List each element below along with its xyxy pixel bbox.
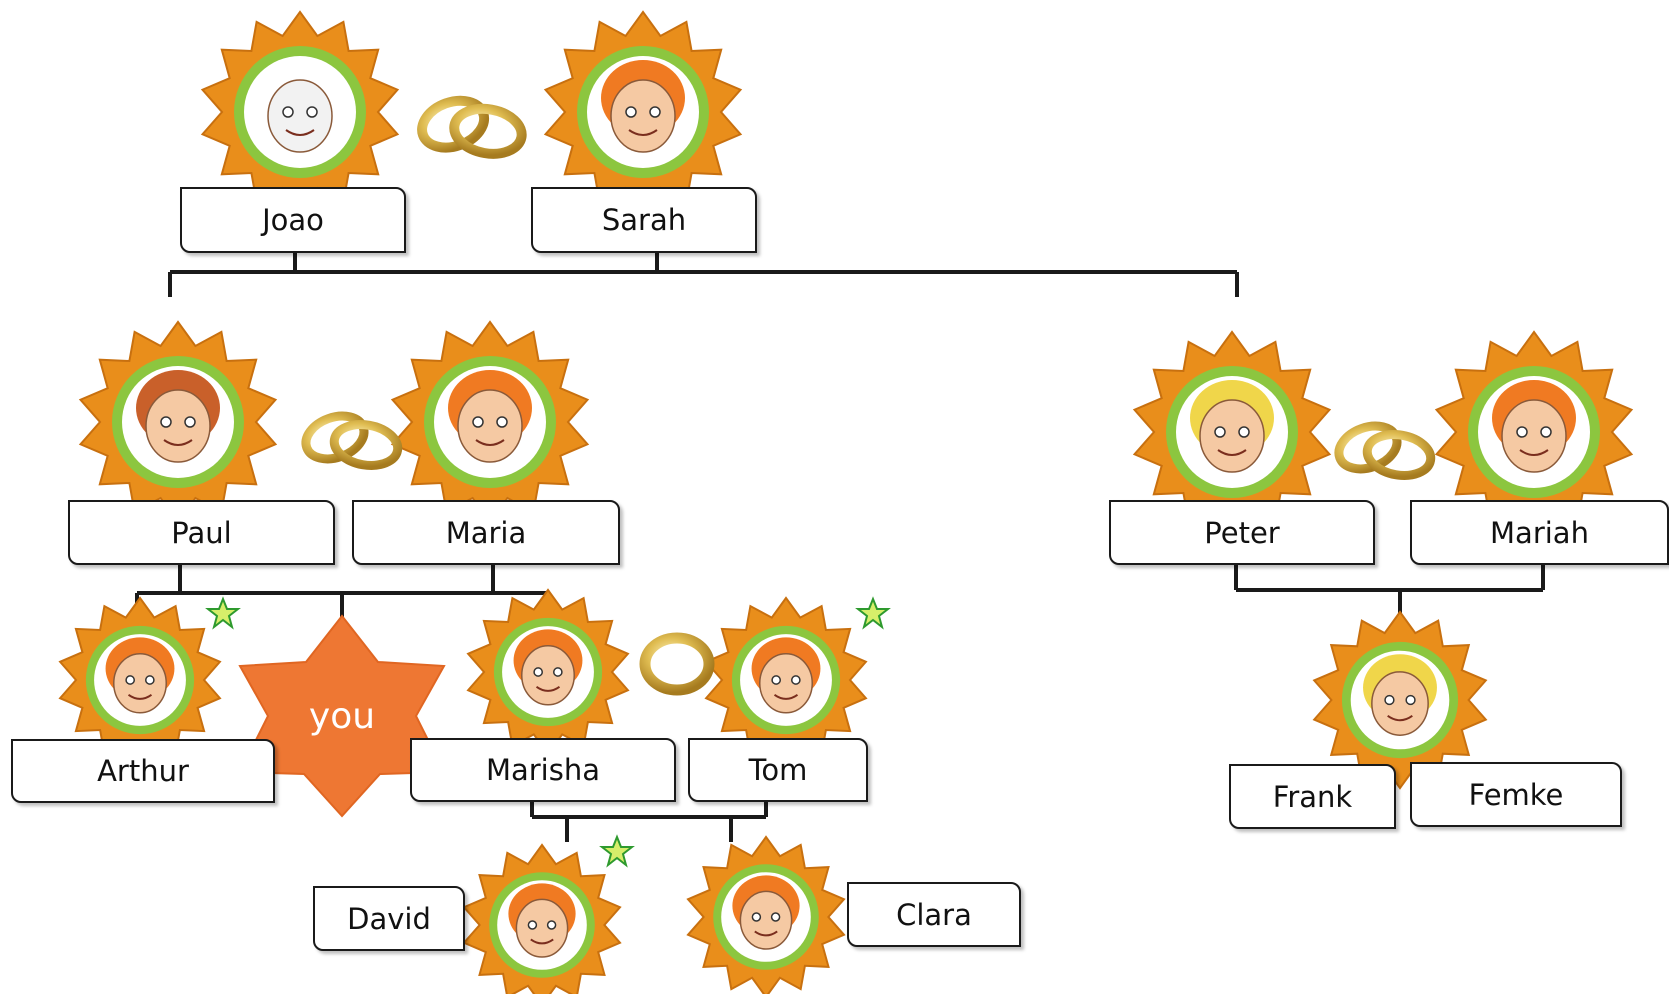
wedding-rings-paul-maria [301, 411, 403, 470]
eye [472, 416, 484, 428]
eye [1516, 426, 1528, 438]
eye [1540, 426, 1552, 438]
name-peter: Peter [1109, 500, 1375, 565]
star-icon [599, 834, 635, 868]
name-maria: Maria [352, 500, 620, 565]
face-icon [515, 898, 569, 958]
you-marker: you [238, 614, 446, 818]
avatar-paul [78, 320, 278, 524]
eye [770, 912, 781, 922]
marker-stars [205, 596, 891, 868]
eye [160, 416, 172, 428]
name-paul: Paul [68, 500, 335, 565]
avatar-maria [390, 320, 590, 524]
eye [1238, 426, 1250, 438]
name-joao: Joao [180, 187, 406, 253]
eye [751, 912, 762, 922]
connector-lines [135, 253, 1545, 842]
eye [546, 920, 557, 930]
avatar-clara [686, 835, 846, 994]
eye [306, 106, 318, 118]
avatar-frames [58, 10, 1634, 994]
eye [771, 675, 782, 685]
eye [144, 675, 155, 685]
smile [754, 930, 778, 937]
avatar-mariah [1434, 330, 1634, 534]
avatar-marisha [466, 588, 630, 756]
wedding-rings-joao-sarah [417, 95, 527, 159]
eye [282, 106, 294, 118]
ring-icon [1362, 430, 1436, 480]
face-icon [457, 389, 523, 463]
name-arthur: Arthur [11, 739, 275, 803]
smile [535, 685, 561, 692]
name-marisha: Marisha [410, 738, 676, 802]
eye [552, 667, 563, 677]
eye [125, 675, 136, 685]
ring-icon [329, 420, 403, 470]
star-icon [205, 596, 241, 630]
eye [1384, 694, 1395, 706]
avatar-david [462, 843, 622, 994]
wedding-rings-peter-mariah [1334, 421, 1436, 480]
you-label: you [309, 696, 375, 737]
face-icon [113, 653, 167, 714]
eye [1214, 426, 1226, 438]
eye [790, 675, 801, 685]
name-femke: Femke [1410, 762, 1622, 827]
eye [184, 416, 196, 428]
ring-icon [449, 103, 527, 159]
name-tom: Tom [688, 738, 868, 802]
smile [475, 439, 505, 446]
face-icon [759, 653, 813, 714]
face-icon [1371, 671, 1429, 736]
avatar-joao [200, 10, 400, 214]
eye [533, 667, 544, 677]
smile [127, 693, 153, 700]
smile [285, 129, 315, 136]
avatar-tom [704, 596, 868, 764]
face-icon [1199, 399, 1265, 473]
name-frank: Frank [1229, 764, 1396, 829]
eye [625, 106, 637, 118]
avatar-frank-femke [1312, 610, 1488, 790]
face-icon [521, 645, 575, 706]
smile [1387, 715, 1413, 722]
avatar-peter [1132, 330, 1332, 534]
name-clara: Clara [847, 882, 1021, 947]
name-sarah: Sarah [531, 187, 757, 253]
face-icon [739, 890, 793, 950]
ring-icon [639, 632, 715, 696]
name-mariah: Mariah [1410, 500, 1669, 565]
eye [1405, 694, 1416, 706]
eye [527, 920, 538, 930]
face-icon [1501, 399, 1567, 473]
name-david: David [313, 886, 465, 951]
face-icon [267, 79, 333, 153]
smile [628, 129, 658, 136]
you-star-icon [238, 614, 446, 818]
eye [496, 416, 508, 428]
smile [1217, 449, 1247, 456]
star-icon [855, 596, 891, 630]
avatar-arthur [58, 596, 222, 764]
face-icon [610, 79, 676, 153]
smile [163, 439, 193, 446]
smile [530, 938, 554, 945]
eye [649, 106, 661, 118]
face-icon [145, 389, 211, 463]
smile [773, 693, 799, 700]
avatar-sarah [543, 10, 743, 214]
smile [1519, 449, 1549, 456]
ring-marisha-tom [639, 632, 715, 696]
